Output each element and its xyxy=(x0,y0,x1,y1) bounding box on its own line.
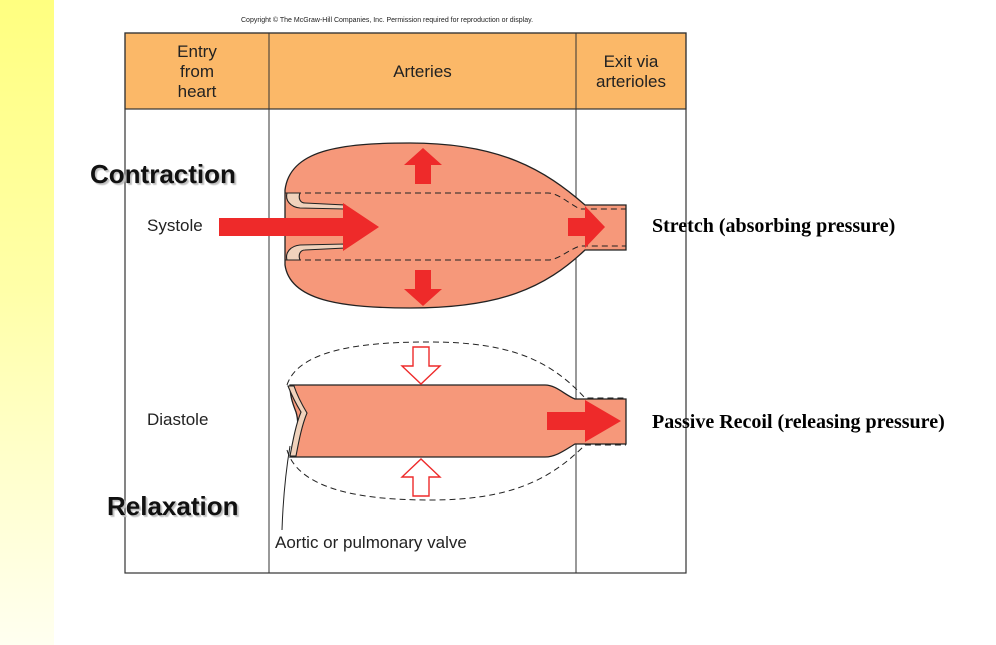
header-exit-via-arterioles: Exit via arterioles xyxy=(576,52,686,92)
systole-original-outline xyxy=(285,192,626,261)
recoil-up-arrow xyxy=(400,458,442,497)
contraction-label: Contraction xyxy=(90,159,236,189)
table-frame xyxy=(124,32,687,574)
table-header-band xyxy=(124,32,687,110)
header-entry-line-3: heart xyxy=(177,82,217,101)
relaxation-label: Relaxation xyxy=(107,491,239,521)
recoil-down-arrow xyxy=(400,346,442,385)
copyright-notice: Copyright © The McGraw-Hill Companies, I… xyxy=(241,17,534,24)
systole-outflow-arrow xyxy=(568,206,605,248)
header-entry-from-heart: Entry from heart xyxy=(125,42,269,102)
stretch-down-arrow xyxy=(404,270,442,306)
valve-leader-line xyxy=(281,445,291,531)
systole-inflow-arrow xyxy=(219,203,379,251)
header-exit-line-1: Exit via xyxy=(603,52,659,71)
header-exit-line-2: arterioles xyxy=(596,72,666,91)
stretch-up-arrow xyxy=(404,148,442,184)
slide-sidebar-gradient xyxy=(0,0,54,645)
row-label-systole: Systole xyxy=(147,216,203,235)
recoil-annotation: Passive Recoil (releasing pressure) xyxy=(652,411,945,433)
valve-label: Aortic or pulmonary valve xyxy=(275,533,467,552)
diastole-outflow-arrow xyxy=(547,400,621,442)
diastole-artery xyxy=(289,384,627,458)
diastole-valve xyxy=(287,385,308,457)
header-arteries: Arteries xyxy=(393,62,452,81)
stretch-annotation: Stretch (absorbing pressure) xyxy=(652,215,896,237)
systole-artery xyxy=(284,142,627,309)
diastole-stretched-outline xyxy=(286,341,626,501)
header-entry-line-2: from xyxy=(180,62,214,81)
header-entry-line-1: Entry xyxy=(177,42,217,61)
row-label-diastole: Diastole xyxy=(147,410,209,429)
